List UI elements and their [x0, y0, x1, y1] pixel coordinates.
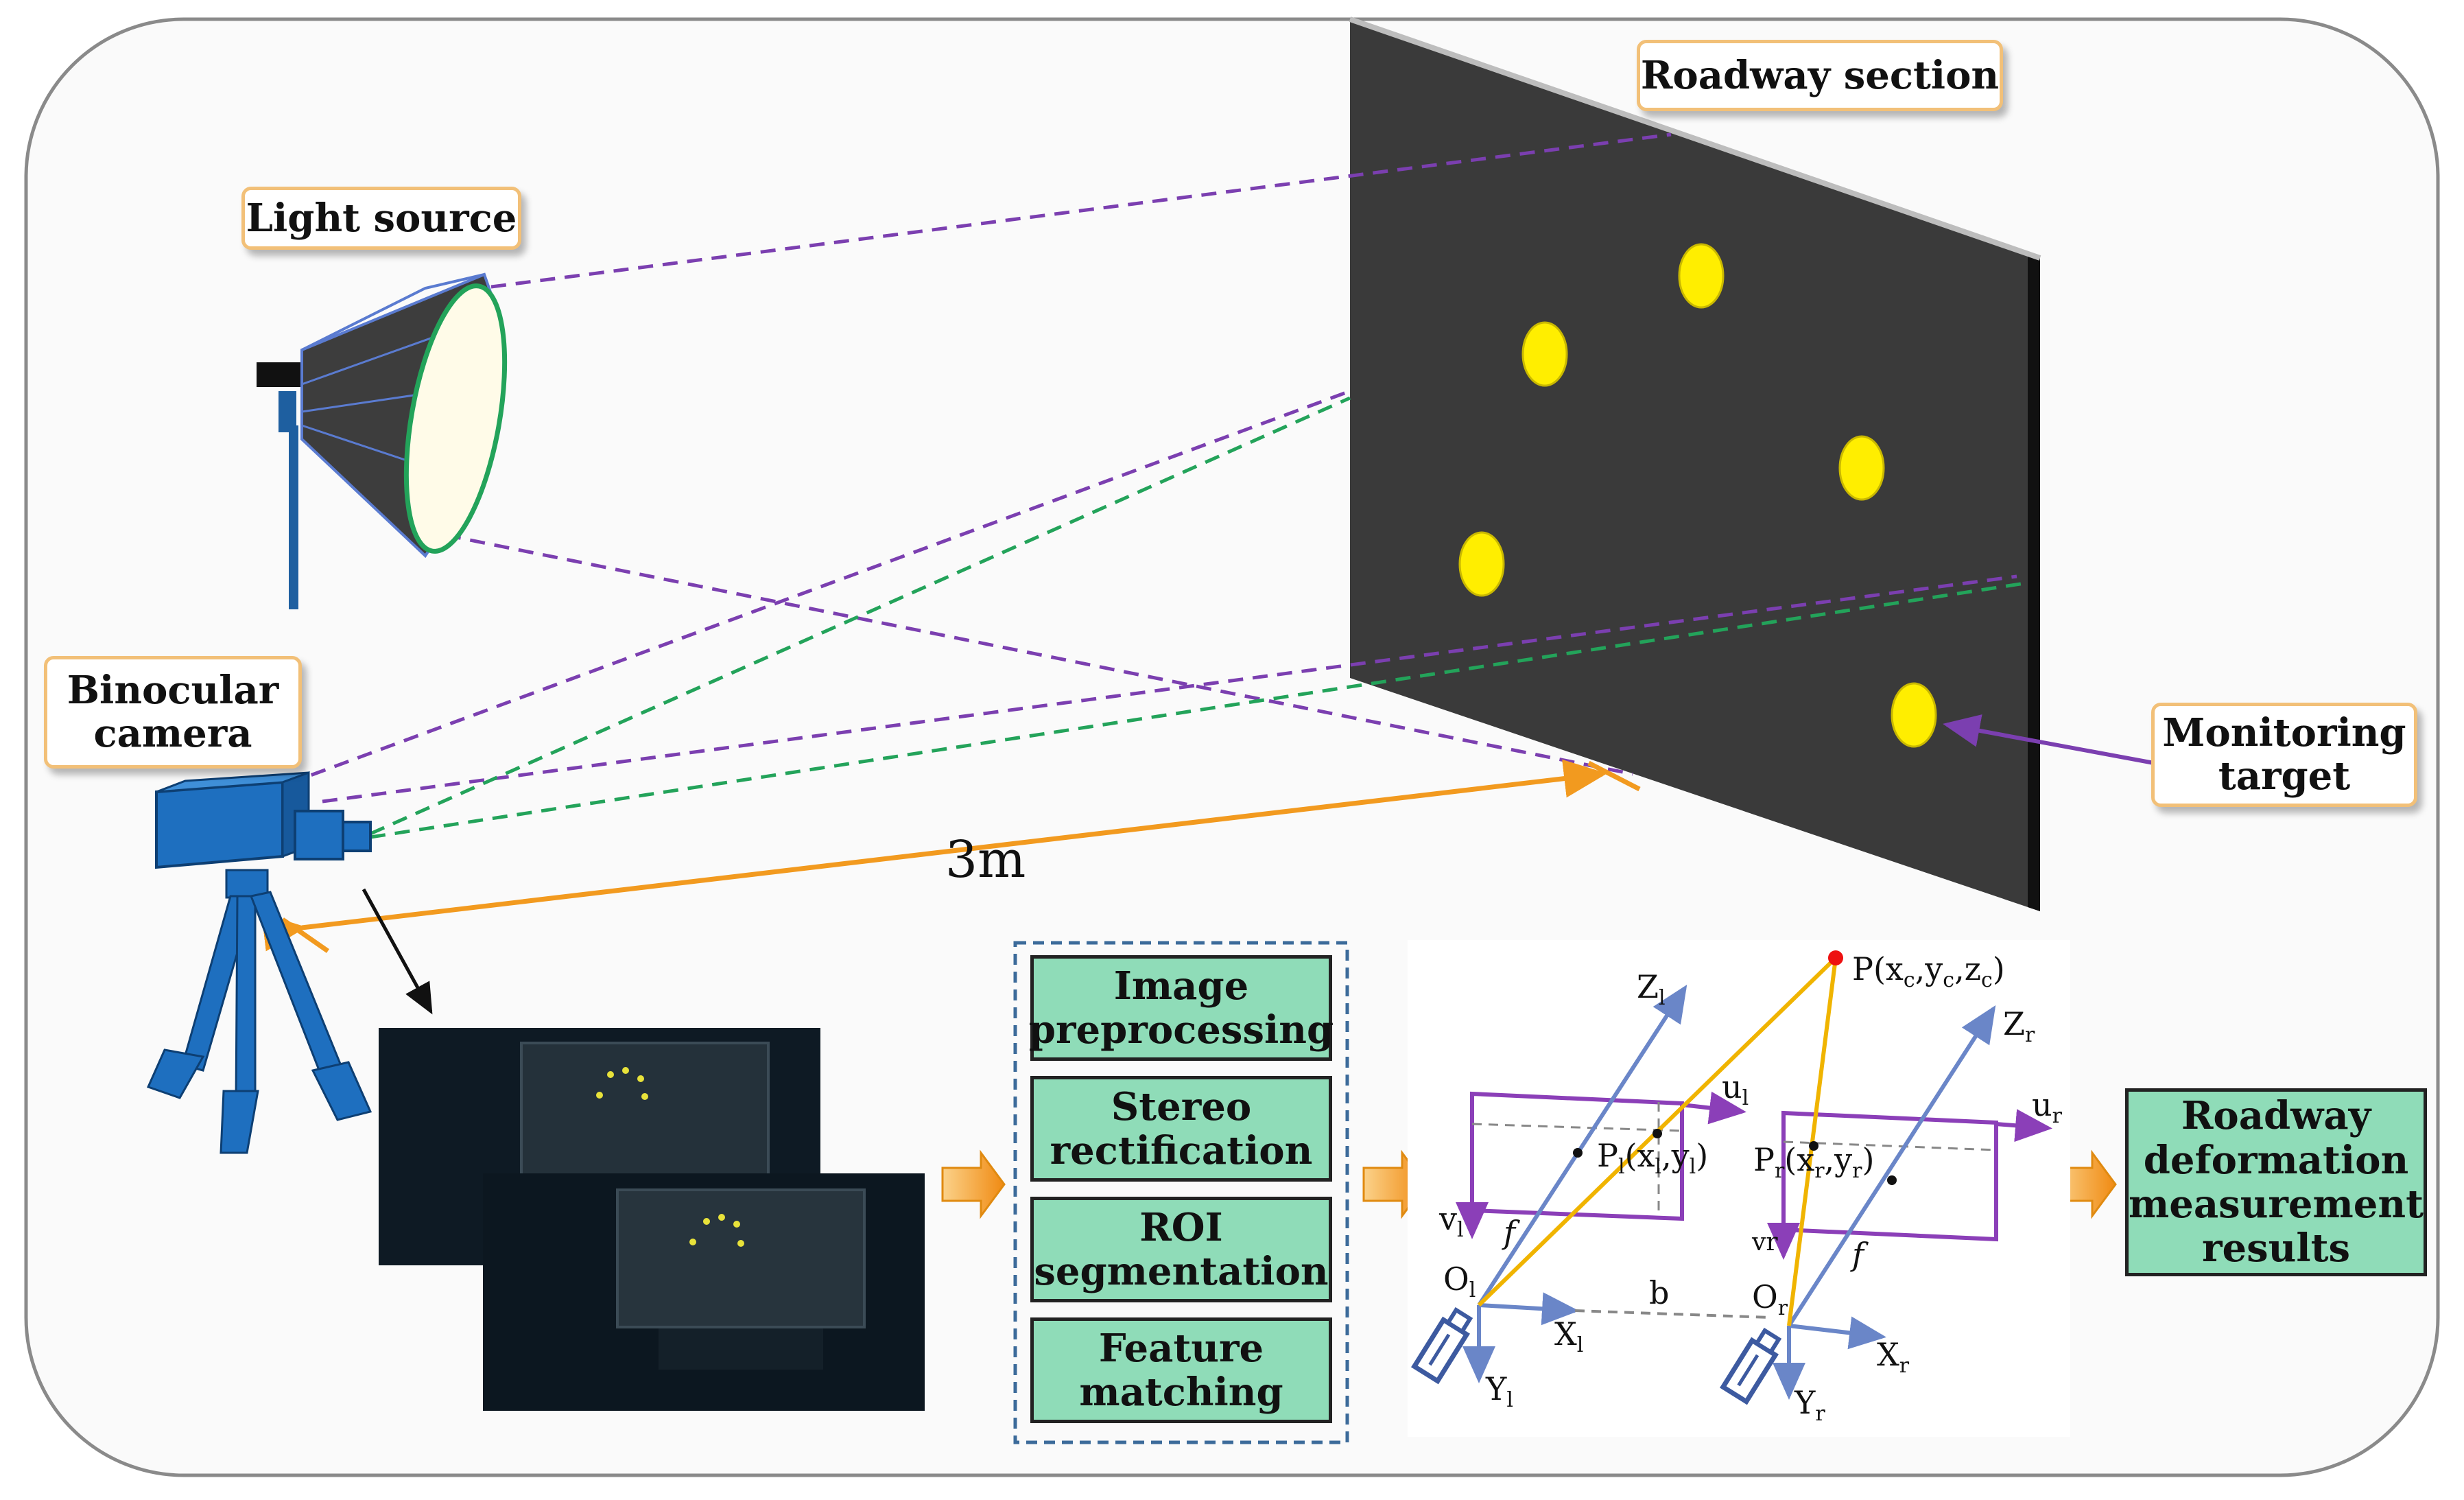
result-box: Roadway deformation measurement results: [2125, 1088, 2427, 1276]
light-source-illustration: [257, 272, 508, 609]
label-Ol: Ol: [1443, 1261, 1476, 1302]
binocular-camera-text-line1: Binocular: [67, 668, 279, 714]
monitoring-target-text-line1: Monitoring: [2162, 710, 2406, 756]
result-text: measurement: [2129, 1182, 2424, 1227]
monitoring-target-text-line2: target: [2218, 753, 2351, 799]
step-roi-segmentation: ROI segmentation: [1030, 1197, 1332, 1302]
monitoring-target-arrow: [1943, 714, 2155, 765]
monitoring-targets: [1458, 243, 1937, 748]
label-ul: ul: [1722, 1068, 1749, 1110]
processing-steps-frame: [1013, 941, 1349, 1444]
light-source-text: Light source: [246, 195, 517, 241]
label-Zr: Zr: [2003, 1005, 2035, 1047]
target-dot: [1678, 243, 1725, 309]
light-source-label: Light source: [241, 187, 521, 250]
step-text: Feature: [1098, 1325, 1264, 1371]
light-rays: [445, 132, 1672, 776]
distance-arrow: [261, 759, 1641, 953]
label-P: P(xc,yc,zc): [1852, 950, 2005, 992]
distance-label: 3m: [945, 830, 1026, 889]
label-Pl: Pl(xl,yl): [1597, 1137, 1708, 1179]
step-text: matching: [1079, 1370, 1283, 1415]
roadway-section-panel: [1349, 16, 2041, 911]
label-Xr: Xr: [1877, 1336, 1910, 1378]
label-vl: vl: [1438, 1200, 1464, 1242]
step-text: segmentation: [1034, 1249, 1329, 1294]
flow-arrow-1: [941, 1149, 1006, 1219]
label-Yl: Yl: [1485, 1370, 1513, 1412]
roadway-section-text: Roadway section: [1640, 52, 2000, 98]
target-dot: [1838, 435, 1885, 501]
result-text: deformation: [2143, 1137, 2409, 1183]
label-Xl: Xl: [1554, 1315, 1583, 1357]
label-Or: Or: [1752, 1278, 1788, 1320]
result-text: results: [2201, 1226, 2351, 1272]
stereo-geometry: P(xc,yc,zc) Zl Zr ul ur vl vr Pl(xl,yl) …: [1408, 940, 2070, 1437]
roadway-section-label: Roadway section: [1637, 40, 2003, 111]
step-image-preprocessing: Image preprocessing: [1028, 955, 1334, 1061]
step-text: Stereo: [1111, 1083, 1252, 1129]
step-feature-matching: Feature matching: [1030, 1317, 1332, 1423]
monitoring-target-label: Monitoring target: [2151, 703, 2417, 807]
target-dot: [1521, 321, 1568, 387]
step-stereo-rectification: Stereo rectification: [1030, 1076, 1332, 1182]
step-text: ROI: [1139, 1204, 1223, 1250]
label-Pr: Pr(xr,yr): [1753, 1141, 1874, 1183]
camera-to-photos-arrow: [362, 888, 433, 1015]
target-dot: [1458, 531, 1505, 597]
label-Yr: Yr: [1794, 1384, 1825, 1426]
label-b: b: [1649, 1274, 1669, 1311]
binocular-camera-illustration: [146, 771, 372, 1154]
captured-images: [379, 1028, 925, 1411]
step-text: Image: [1113, 963, 1249, 1009]
label-ur: ur: [2032, 1086, 2063, 1128]
step-text: rectification: [1050, 1128, 1313, 1173]
label-vr: vr: [1751, 1228, 1778, 1256]
step-text: preprocessing: [1028, 1007, 1334, 1053]
binocular-camera-text-line2: camera: [93, 711, 252, 756]
target-dot: [1891, 682, 1937, 748]
binocular-camera-label: Binocular camera: [44, 656, 302, 769]
label-Zl: Zl: [1637, 968, 1666, 1010]
result-text: Roadway: [2181, 1093, 2371, 1139]
